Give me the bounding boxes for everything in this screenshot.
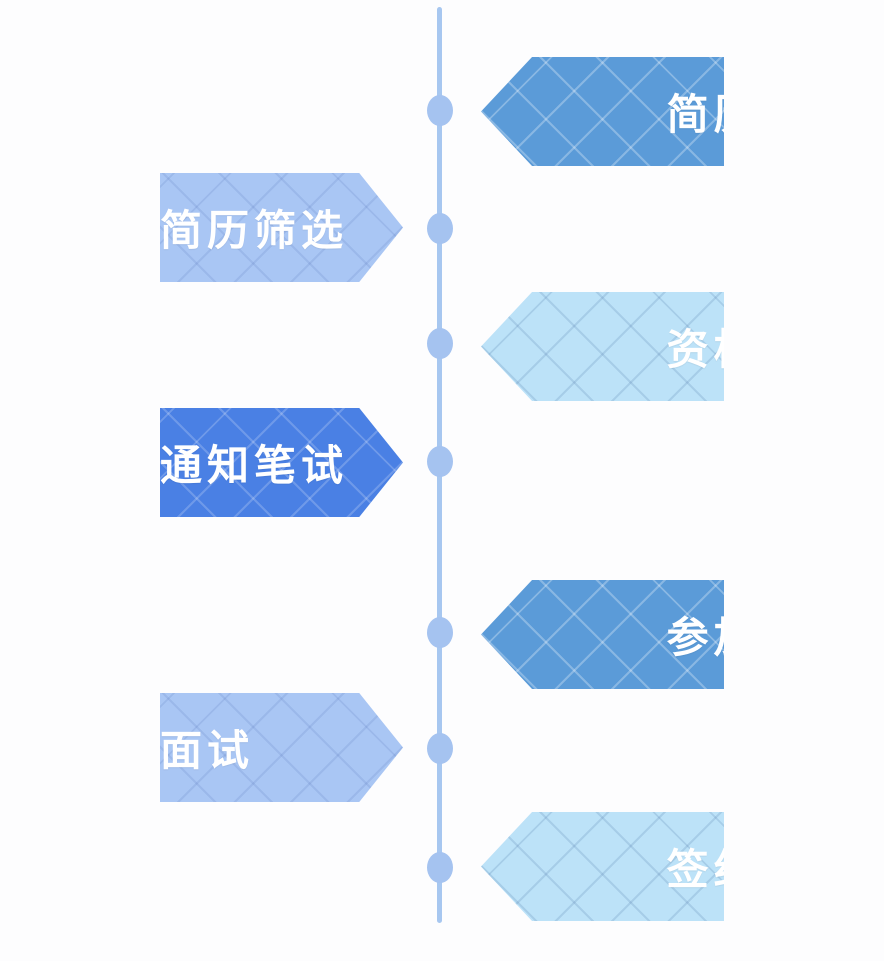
step-label: 简历筛选	[160, 206, 349, 255]
step-arrow-2: 简历筛选	[160, 173, 403, 282]
step-arrow-6: 面试	[160, 693, 403, 802]
timeline-dot-6	[427, 732, 453, 764]
step-label: 签约	[666, 845, 761, 894]
timeline-dot-1	[427, 94, 453, 126]
step-label: 参加试讲	[666, 613, 855, 662]
step-label: 面试	[160, 726, 255, 775]
step-arrow-3: 资格审查	[481, 292, 724, 401]
timeline-dot-7	[427, 851, 453, 883]
step-arrow-4: 通知笔试	[160, 408, 403, 517]
timeline-dot-4	[427, 445, 453, 477]
step-label: 资格审查	[666, 325, 855, 374]
step-arrow-7: 签约	[481, 812, 724, 921]
timeline-dot-2	[427, 212, 453, 244]
timeline-dot-5	[427, 616, 453, 648]
step-label: 简历投递	[666, 90, 855, 139]
step-arrow-5: 参加试讲	[481, 580, 724, 689]
step-label: 通知笔试	[160, 441, 349, 490]
step-arrow-1: 简历投递	[481, 57, 724, 166]
timeline-dot-3	[427, 327, 453, 359]
